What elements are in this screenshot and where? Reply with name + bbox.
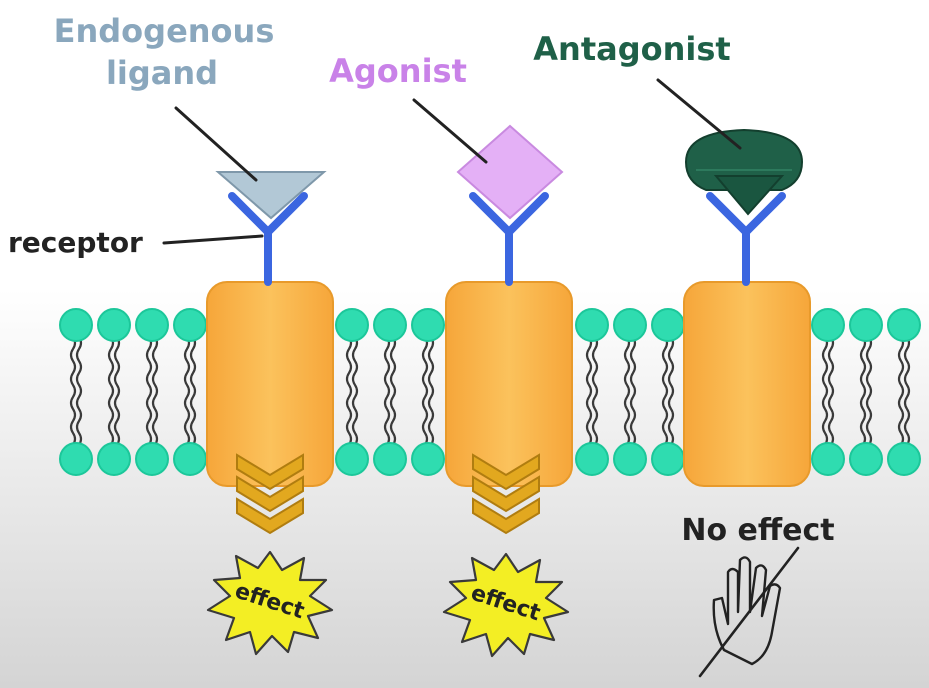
antagonist-label-group: Antagonist [533,30,742,150]
receptor-leader-line [162,234,264,245]
antagonist-label: Antagonist [533,30,730,68]
crossed-hand-icon [698,546,800,678]
effect-burst-2: effect [442,552,570,658]
protein-2 [445,281,573,487]
receptor-stem-2 [469,192,549,286]
agonist-label-group: Agonist [329,52,488,164]
protein-1 [206,281,334,487]
receptor-3: No effect [681,128,835,678]
agonist-leader-line [412,98,488,164]
receptor-label: receptor [8,226,143,259]
receptor-1: effect [206,171,334,656]
endogenous-ligand-label-group: Endogenous ligand [54,12,275,182]
endogenous-ligand-label-line1: Endogenous [54,12,275,50]
antagonist-leader-line [656,78,742,150]
endogenous-ligand-label-line2: ligand [106,54,218,92]
receptor-label-group: receptor [8,226,264,259]
receptor-2: effect [442,124,573,658]
endogenous-ligand-shape [215,171,327,220]
receptor-stem-3 [706,192,786,286]
agonist-label: Agonist [329,52,467,90]
agonist-shape [456,124,564,220]
endogenous-ligand-leader-line [174,106,258,182]
protein-3 [683,281,811,487]
antagonist-shape [684,128,804,216]
effect-burst-1: effect [206,550,334,656]
no-effect-label: No effect [681,513,834,548]
receptor-stem-1 [228,192,308,286]
